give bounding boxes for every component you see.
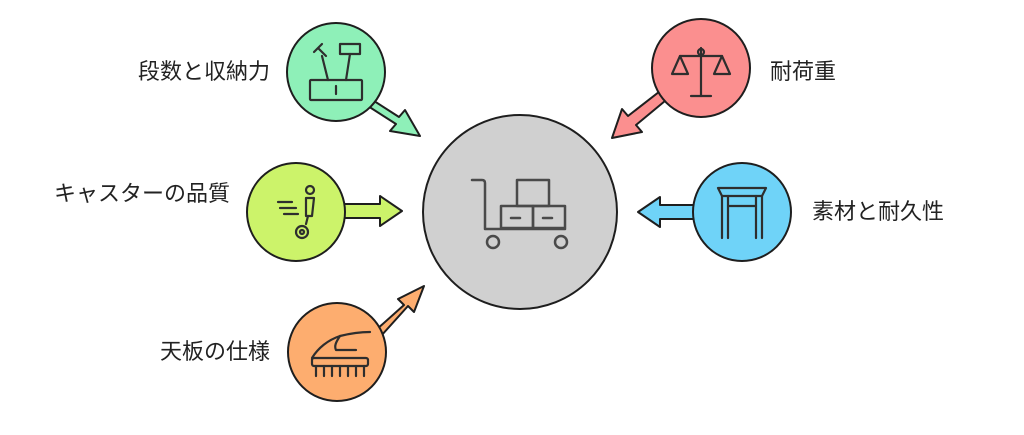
center-node <box>422 114 618 310</box>
label-tiers: 段数と収納力 <box>137 60 270 85</box>
toolbox-icon <box>308 42 364 102</box>
label-casters: キャスターの品質 <box>53 182 230 207</box>
factor-node-material <box>692 162 792 262</box>
balance-scale-icon <box>670 46 732 98</box>
metal-frame-icon <box>716 186 768 240</box>
factor-node-tiers <box>286 22 386 122</box>
factor-node-top <box>287 302 387 402</box>
shopping-cart-icon <box>470 178 569 250</box>
factor-node-load <box>651 18 751 118</box>
label-top: 天板の仕様 <box>159 340 270 365</box>
surface-brush-icon <box>310 330 372 378</box>
factor-node-casters <box>246 162 346 262</box>
arrow-material <box>637 196 701 228</box>
label-load: 耐荷重 <box>770 60 837 85</box>
rolling-caster-icon <box>276 184 316 240</box>
label-material: 素材と耐久性 <box>812 200 945 225</box>
arrow-top <box>375 285 425 337</box>
